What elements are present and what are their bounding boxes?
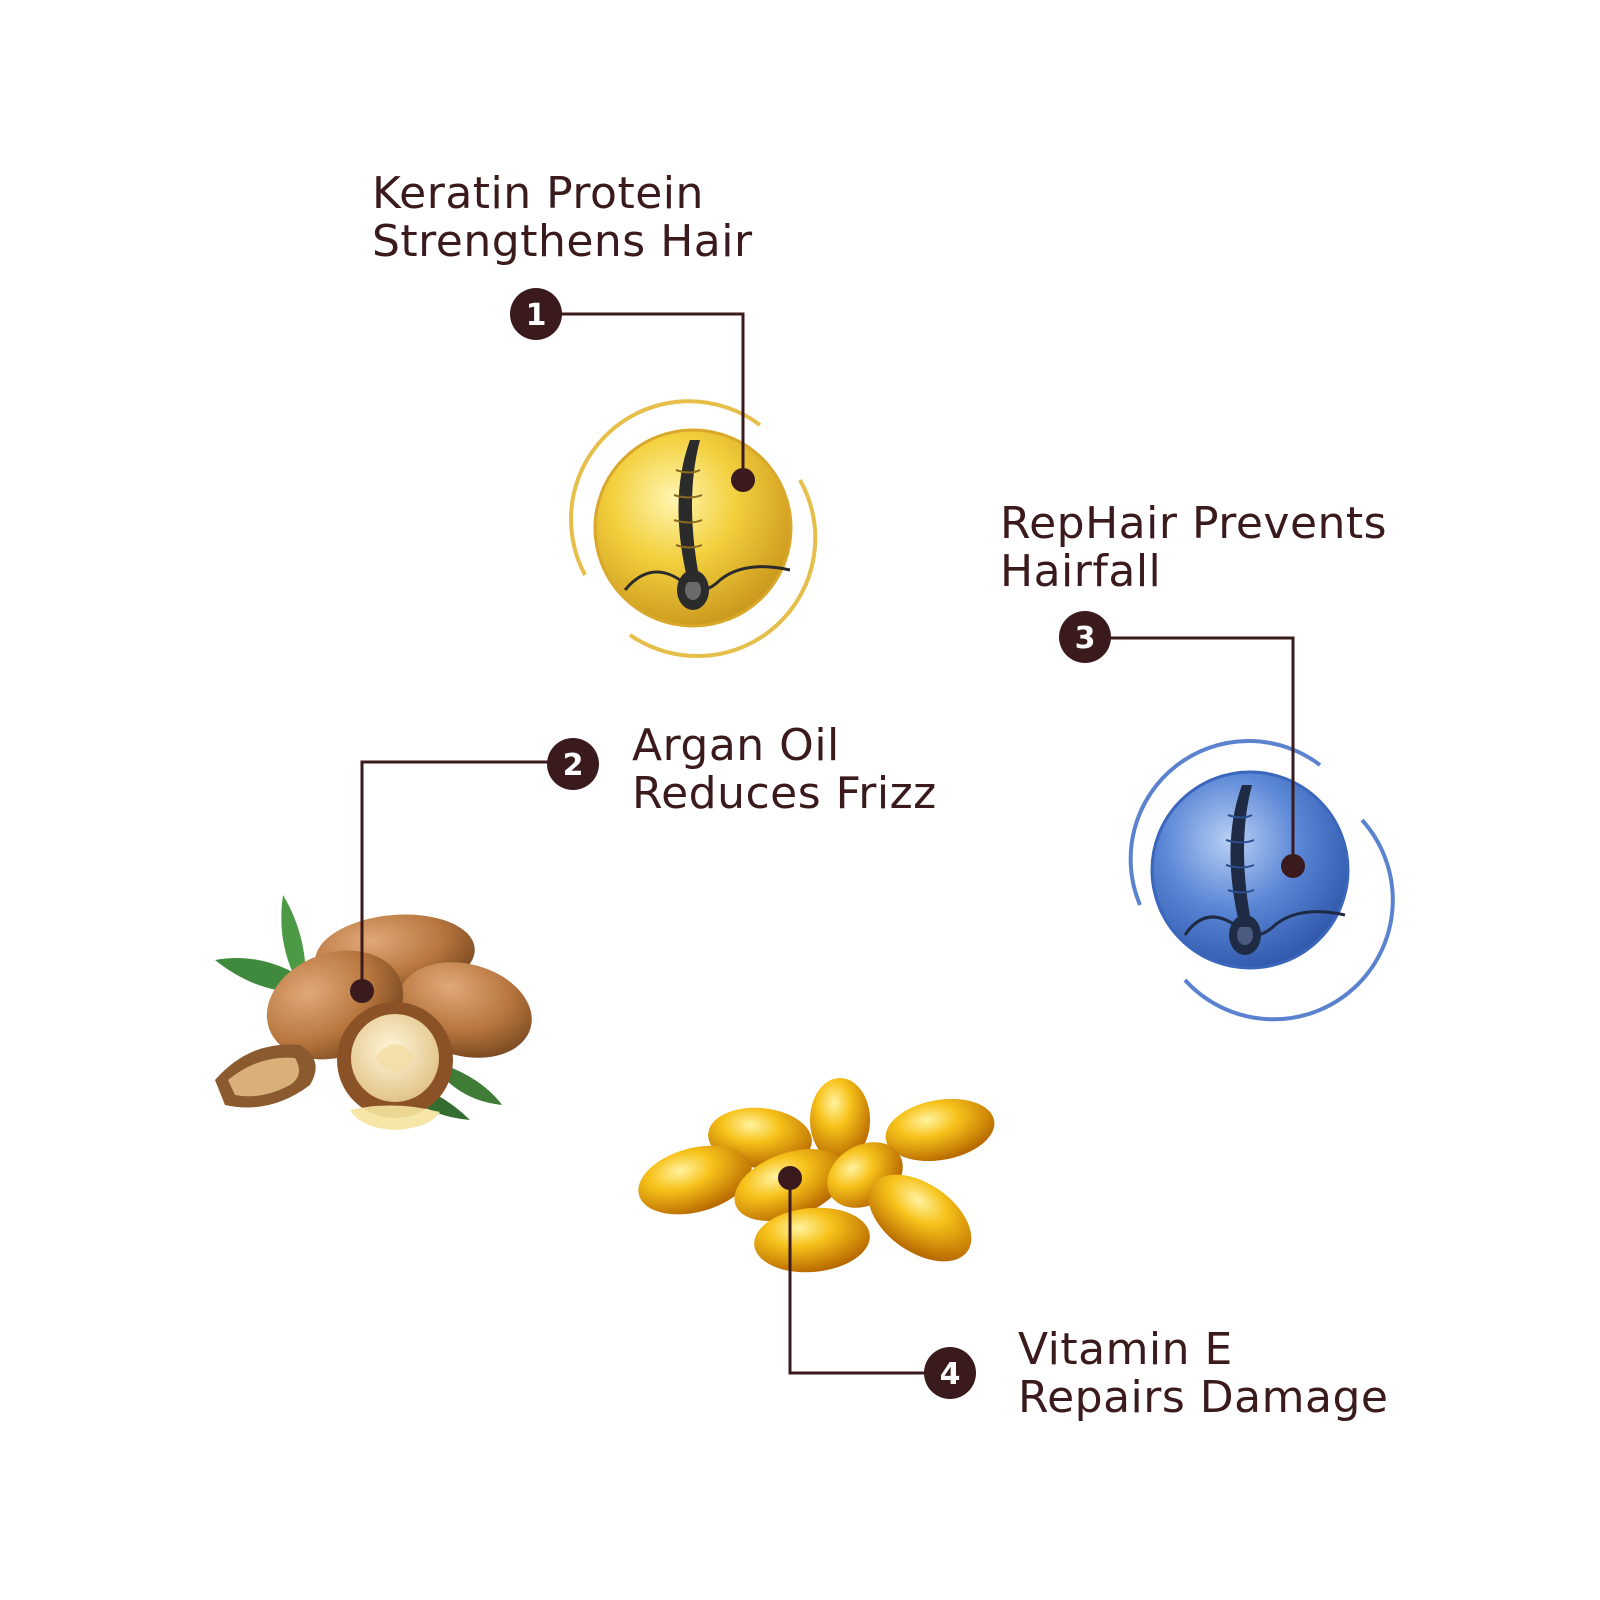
feature-label-rephair-line1: RepHair Prevents [1000, 498, 1388, 549]
gold-hair-follicle-icon [569, 399, 818, 659]
number-badge-1: 1 [510, 288, 562, 340]
feature-label-rephair-line2: Hairfall [1000, 546, 1162, 597]
argan-nuts-image [215, 895, 532, 1130]
number-badge-4: 4 [924, 1347, 976, 1399]
blue-hair-follicle-icon [1128, 739, 1395, 1022]
badge-number-1: 1 [526, 298, 547, 333]
feature-label-vitamin-e-line1: Vitamin E [1018, 1324, 1233, 1375]
number-badge-3: 3 [1059, 611, 1111, 663]
badge-number-3: 3 [1075, 621, 1096, 656]
badge-number-4: 4 [940, 1357, 961, 1392]
feature-label-argan-line2: Reduces Frizz [632, 768, 937, 819]
feature-label-keratin: Keratin Protein Strengthens Hair [372, 170, 753, 266]
connector-line-3 [1086, 636, 1305, 878]
badge-number-2: 2 [563, 748, 584, 783]
feature-label-vitamin-e-line2: Repairs Damage [1018, 1372, 1389, 1423]
feature-label-argan: Argan Oil Reduces Frizz [632, 722, 937, 818]
connector-line-4 [778, 1166, 925, 1375]
feature-label-rephair: RepHair Prevents Hairfall [1000, 500, 1387, 596]
feature-label-argan-line1: Argan Oil [632, 720, 840, 771]
connector-line-1 [538, 312, 755, 492]
connector-line-2 [350, 760, 548, 1003]
vitamin-e-capsules-image [638, 1078, 995, 1273]
feature-label-keratin-line1: Keratin Protein [372, 168, 704, 219]
feature-label-keratin-line2: Strengthens Hair [372, 216, 753, 267]
number-badge-2: 2 [547, 738, 599, 790]
feature-label-vitamin-e: Vitamin E Repairs Damage [1018, 1326, 1388, 1422]
